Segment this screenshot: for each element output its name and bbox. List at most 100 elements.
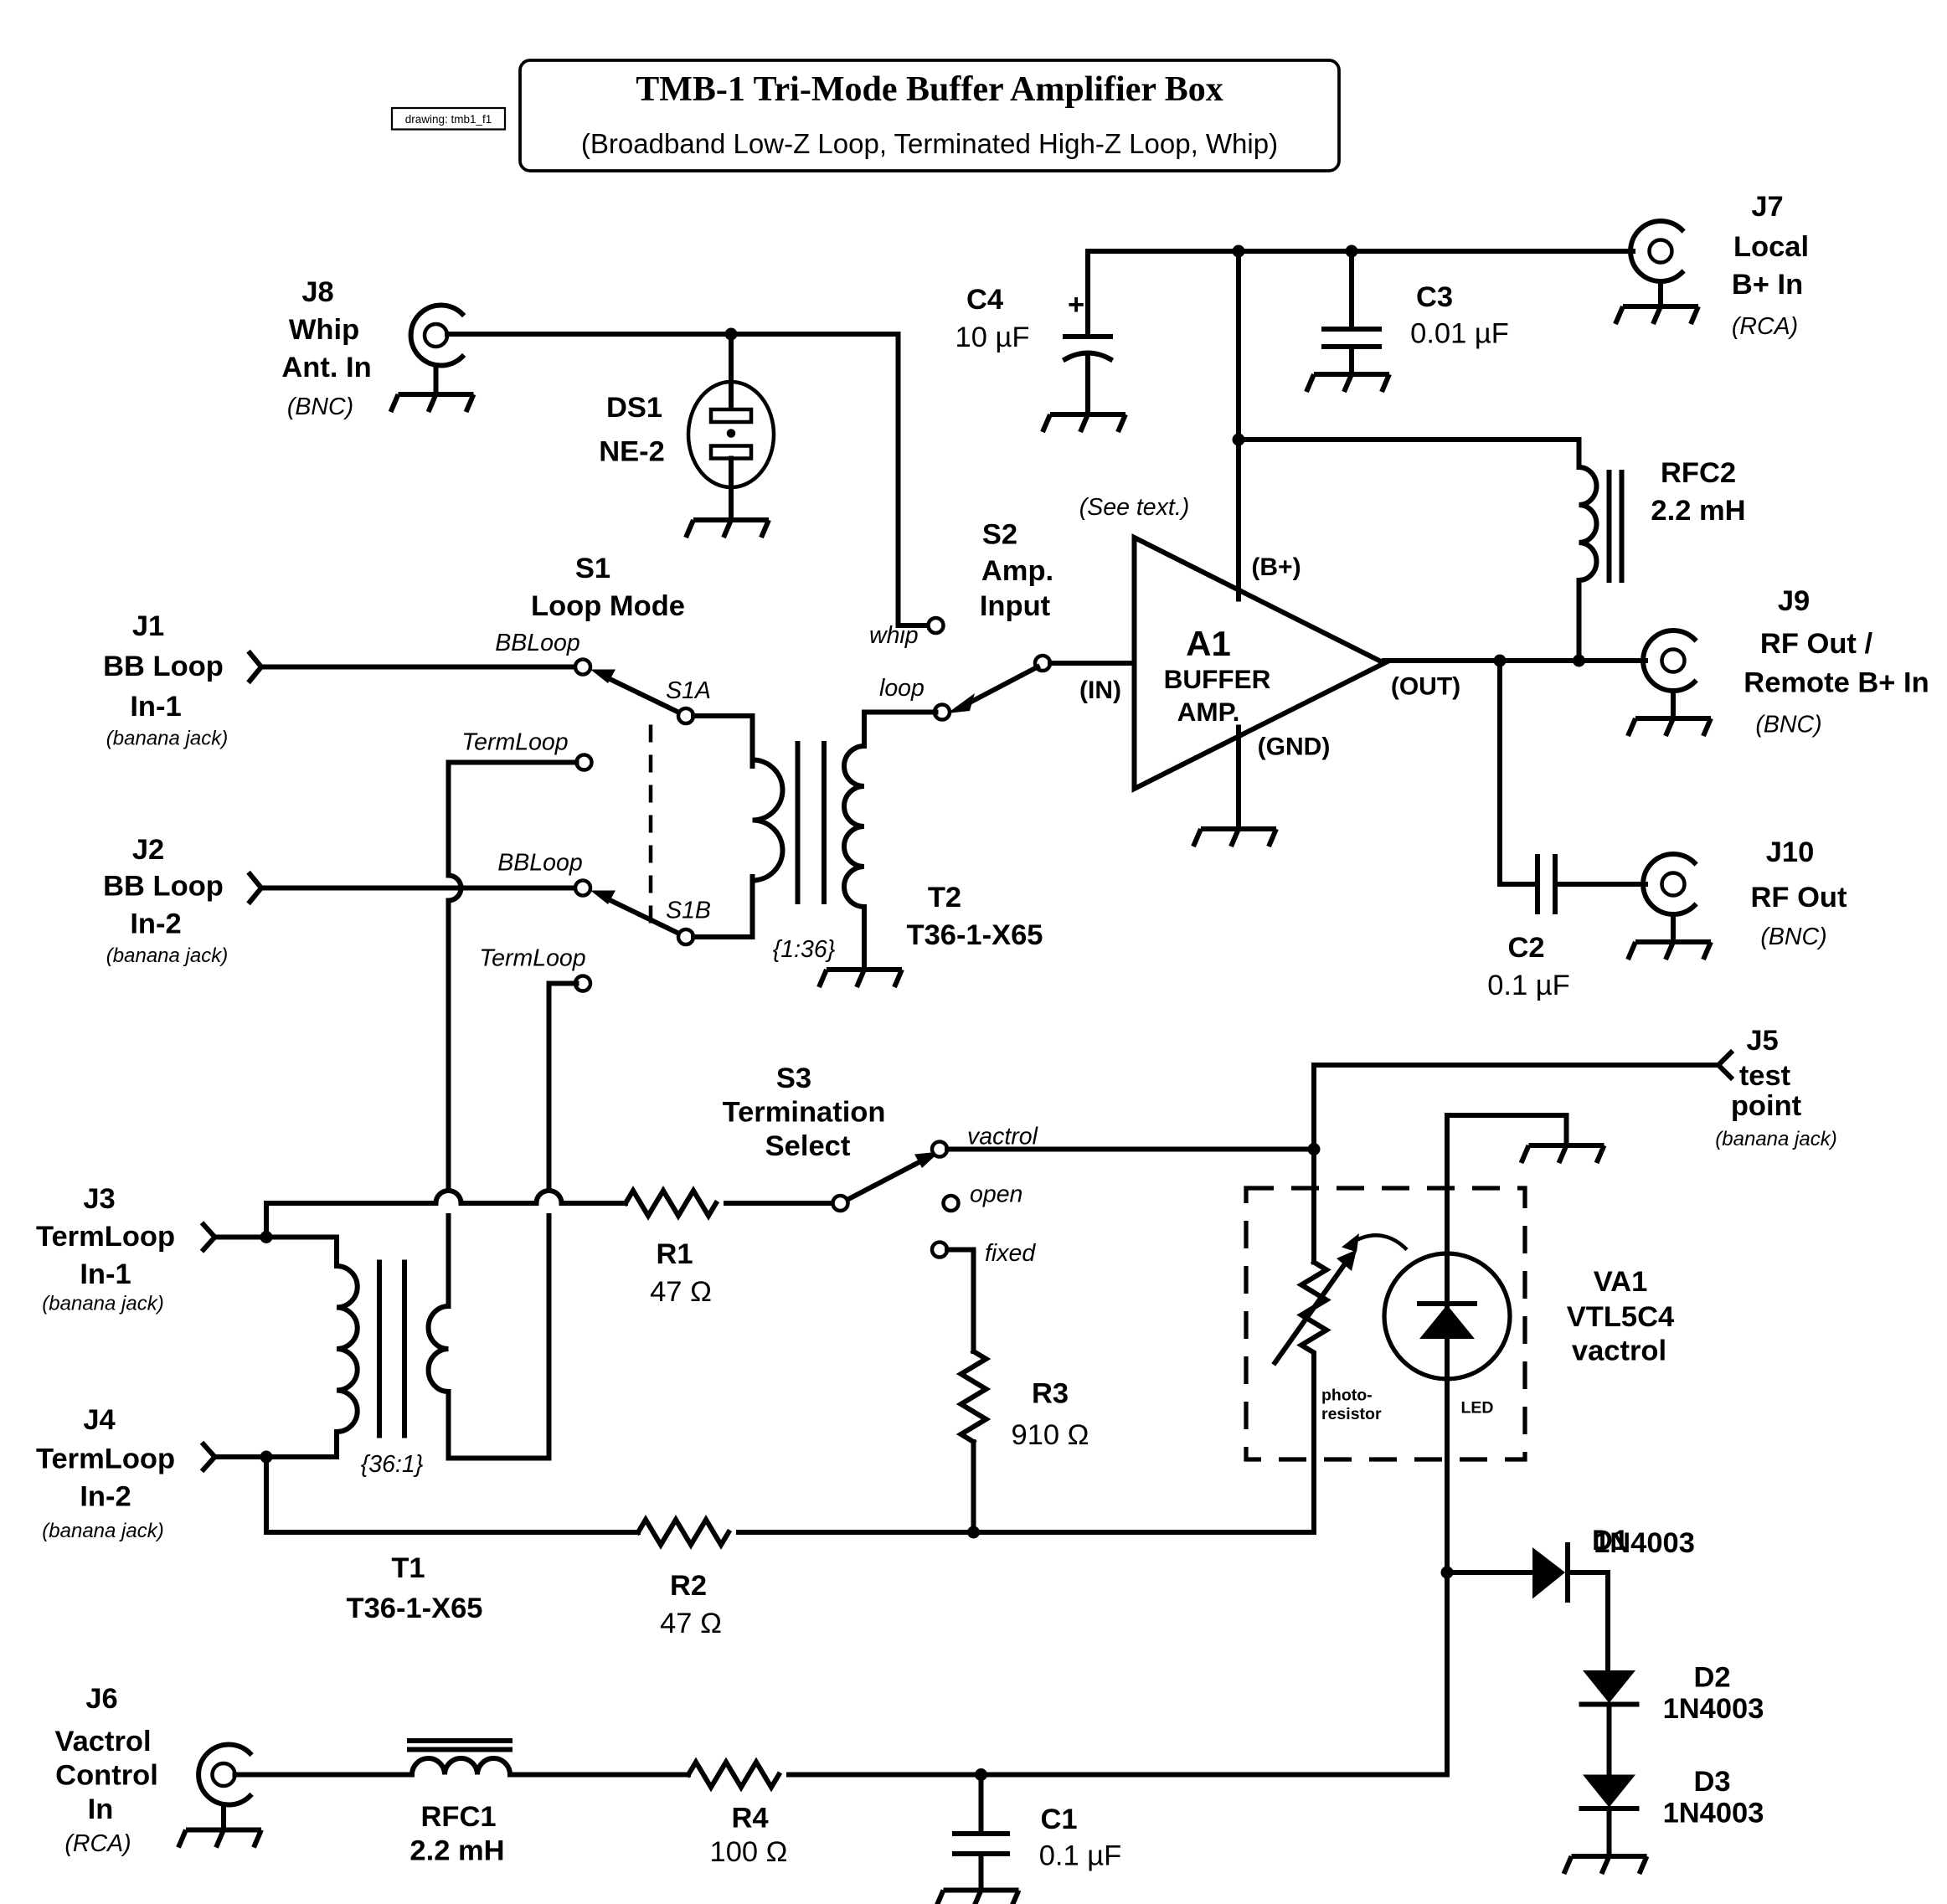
svg-text:Remote B+ In: Remote B+ In [1744,667,1929,699]
diode-d2: D2 1N4003 [1579,1662,1764,1725]
d1-value: 1N4003 [1594,1527,1695,1559]
s2-pos-whip: whip [869,622,919,649]
svg-text:test: test [1739,1060,1791,1092]
svg-text:J9: J9 [1778,585,1810,617]
svg-text:J3: J3 [83,1183,115,1215]
resistor-r3: R3 910 Ω [955,1347,1089,1451]
svg-text:vactrol: vactrol [967,1124,1038,1150]
connector-j7[interactable]: J7 Local B+ In (RCA) [1615,191,1809,340]
svg-text:0.01 µF: 0.01 µF [1410,318,1509,350]
svg-text:(RCA): (RCA) [1732,313,1798,340]
transformer-t1: {36:1} T1 T36-1-X65 [333,1259,483,1624]
ground-icon [1615,306,1698,324]
svg-text:C4: C4 [966,284,1003,316]
s2-pos-loop: loop [879,675,925,702]
svg-text:910 Ω: 910 Ω [1012,1419,1089,1451]
resistor-r2: R2 47 Ω [634,1515,733,1639]
svg-text:T1: T1 [391,1552,425,1584]
svg-text:+: + [1068,289,1084,321]
svg-text:J2: J2 [132,834,164,866]
svg-text:Loop Mode: Loop Mode [531,590,685,622]
switch-s2[interactable]: whip loop S2 Amp. Input [869,519,1053,722]
ground-icon [1522,1145,1604,1163]
svg-text:AMP.: AMP. [1177,697,1240,727]
diode-d3: D3 1N4003 [1579,1766,1764,1829]
svg-text:In-2: In-2 [130,908,181,940]
ground-icon [1043,414,1125,432]
bnc-shell-icon [408,302,466,368]
resistor-r4: R4 100 Ω [684,1757,787,1868]
switch-s3[interactable]: S3 Termination Select vactrol open fixed [723,1063,1038,1267]
ground-icon [936,1891,1019,1904]
svg-text:J1: J1 [132,610,164,642]
connector-j3[interactable]: J3 TermLoop In-1 (banana jack) [36,1183,219,1315]
transformer-t2: {1:36} T2 T36-1-X65 [691,709,1043,988]
svg-text:Control: Control [55,1760,158,1792]
svg-text:BBLoop: BBLoop [495,630,579,656]
svg-text:T36-1-X65: T36-1-X65 [347,1593,483,1624]
bnc-center-icon [422,322,450,349]
ground-icon [1306,374,1389,392]
connector-j10[interactable]: J10 RF Out (BNC) [1628,836,1847,960]
svg-text:DS1: DS1 [606,392,662,424]
light-arrow-icon [1342,1233,1359,1253]
connector-j9[interactable]: J9 RF Out / Remote B+ In (BNC) [1628,585,1929,738]
svg-text:In-1: In-1 [80,1258,131,1290]
svg-text:47 Ω: 47 Ω [650,1276,712,1308]
svg-text:S1: S1 [575,553,610,584]
connector-j5[interactable]: J5 test point (banana jack) [1714,1025,1837,1150]
svg-text:BB Loop: BB Loop [103,871,224,903]
svg-text:(banana jack): (banana jack) [106,944,228,967]
svg-text:Vactrol: Vactrol [54,1726,151,1757]
svg-text:In: In [88,1793,114,1825]
svg-text:RFC1: RFC1 [420,1801,496,1833]
svg-text:TermLoop: TermLoop [461,729,568,756]
svg-text:B+ In: B+ In [1732,269,1803,301]
svg-text:In-1: In-1 [130,691,181,723]
svg-text:RFC2: RFC2 [1661,457,1736,489]
svg-text:0.1 µF: 0.1 µF [1039,1840,1122,1872]
svg-text:point: point [1731,1090,1802,1122]
neon-lamp-ds1: DS1 NE-2 [599,332,776,538]
page-subtitle: (Broadband Low-Z Loop, Terminated High-Z… [581,128,1278,159]
svg-text:T2: T2 [928,882,961,913]
ground-icon [1193,829,1276,847]
svg-text:Select: Select [765,1130,851,1162]
svg-text:{36:1}: {36:1} [361,1451,424,1478]
svg-text:J6: J6 [85,1683,117,1715]
svg-text:C1: C1 [1040,1804,1077,1835]
switch-s1[interactable]: S1 Loop Mode BBLoop TermLoop BBLoop Term… [461,553,711,993]
connector-j2[interactable]: J2 BB Loop In-2 (banana jack) [103,834,265,967]
svg-text:S1A: S1A [666,677,711,704]
capacitor-c3: C3 0.01 µF [1306,249,1509,392]
svg-text:Local: Local [1733,231,1809,263]
svg-text:LED: LED [1461,1399,1494,1418]
svg-text:(RCA): (RCA) [64,1830,131,1857]
connector-j6[interactable]: J6 Vactrol Control In (RCA) [54,1683,261,1857]
svg-text:photo-: photo- [1321,1387,1373,1405]
svg-text:47 Ω: 47 Ω [660,1608,722,1639]
connector-j4[interactable]: J4 TermLoop In-2 (banana jack) [36,1404,219,1542]
connector-j1[interactable]: J1 BB Loop In-1 (banana jack) [103,610,265,750]
svg-text:J4: J4 [83,1404,115,1436]
drawing-tag-box [390,106,507,131]
page-title: TMB-1 Tri-Mode Buffer Amplifier Box [636,70,1223,109]
svg-text:R2: R2 [670,1570,707,1602]
svg-text:T36-1-X65: T36-1-X65 [907,919,1043,951]
svg-text:NE-2: NE-2 [599,436,665,468]
svg-text:Termination: Termination [723,1097,886,1129]
svg-text:D3: D3 [1693,1766,1730,1798]
svg-text:open: open [970,1181,1022,1208]
capacitor-c1: C1 0.1 µF [936,1772,1122,1904]
svg-text:2.2 mH: 2.2 mH [1651,495,1745,527]
svg-text:BBLoop: BBLoop [497,850,582,877]
title-block: drawing: tmb1_f1 TMB-1 Tri-Mode Buffer A… [390,59,1341,172]
svg-text:S3: S3 [776,1063,811,1094]
svg-text:RF Out: RF Out [1751,882,1847,913]
connector-j8[interactable]: J8 Whip Ant. In (BNC) [281,276,473,420]
svg-text:(IN): (IN) [1079,677,1121,704]
svg-text:vactrol: vactrol [1572,1335,1666,1367]
svg-text:R1: R1 [656,1238,693,1270]
svg-text:10 µF: 10 µF [955,322,1030,353]
svg-text:D1: D1 [1592,1525,1629,1557]
